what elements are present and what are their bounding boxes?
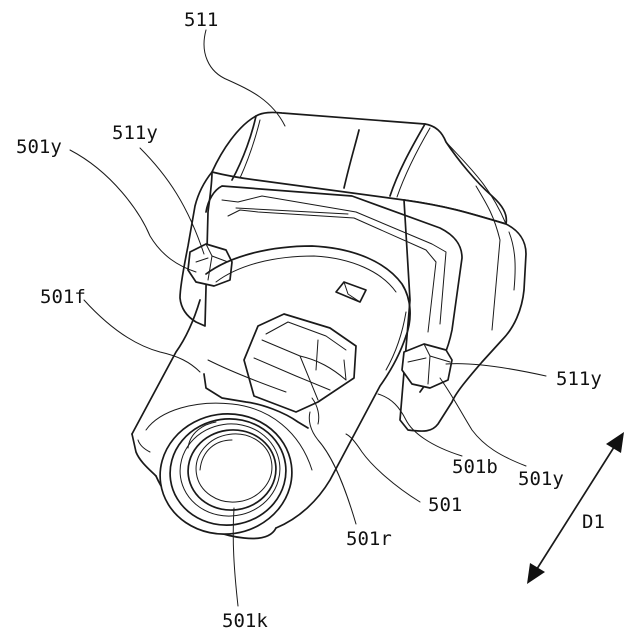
label-511y-right: 511y [556,368,602,390]
lens-501k [152,405,299,542]
latch-511y-right [402,344,452,388]
label-501f: 501f [40,286,86,308]
label-501y-right: 501y [518,468,564,490]
label-d1: D1 [582,511,605,533]
direction-arrow-d1 [527,432,624,584]
latch-511y-left [188,244,232,286]
label-511: 511 [184,9,218,31]
label-501b: 501b [452,456,498,478]
label-501k: 501k [222,610,268,632]
label-511y-left: 511y [112,122,158,144]
label-501: 501 [428,494,462,516]
label-501r: 501r [346,528,392,550]
label-501y-left: 501y [16,136,62,158]
